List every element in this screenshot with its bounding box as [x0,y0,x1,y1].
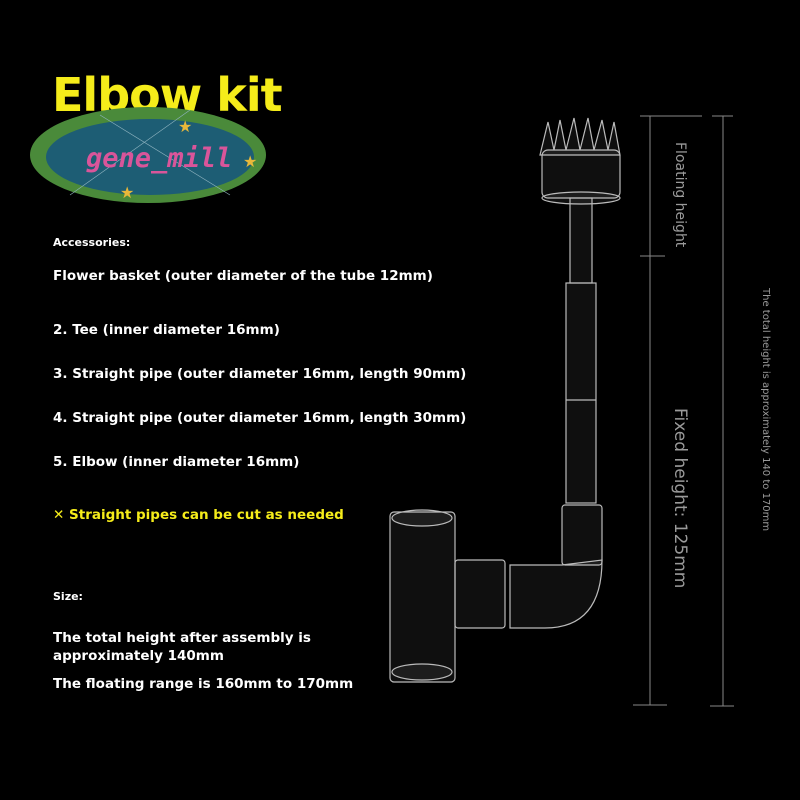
svg-text:★: ★ [178,117,192,136]
size-heading: Size: [53,590,83,603]
svg-text:★: ★ [120,183,134,202]
floating-height-label: Floating height [672,142,688,248]
fixed-height-label: Fixed height: 125mm [670,408,690,589]
size-floating: The floating range is 160mm to 170mm [53,676,354,692]
svg-text:★: ★ [243,152,257,171]
watermark-text: gene_mill [86,143,232,174]
dimension-lines [633,115,734,707]
size-total-line1: The total height after assembly is [53,630,311,646]
accessory-item: 5. Elbow (inner diameter 16mm) [53,454,300,470]
total-height-label: The total height is approximately 140 to… [760,288,771,532]
size-total-line2: approximately 140mm [53,648,224,664]
cut-note: ✕ Straight pipes can be cut as needed [53,507,344,523]
cross-star-icon: ✕ [53,507,65,523]
accessory-item: Flower basket (outer diameter of the tub… [53,268,433,284]
accessory-item: 2. Tee (inner diameter 16mm) [53,322,280,338]
accessories-heading: Accessories: [53,236,131,249]
accessory-item: 4. Straight pipe (outer diameter 16mm, l… [53,410,467,426]
accessory-item: 3. Straight pipe (outer diameter 16mm, l… [53,366,467,382]
